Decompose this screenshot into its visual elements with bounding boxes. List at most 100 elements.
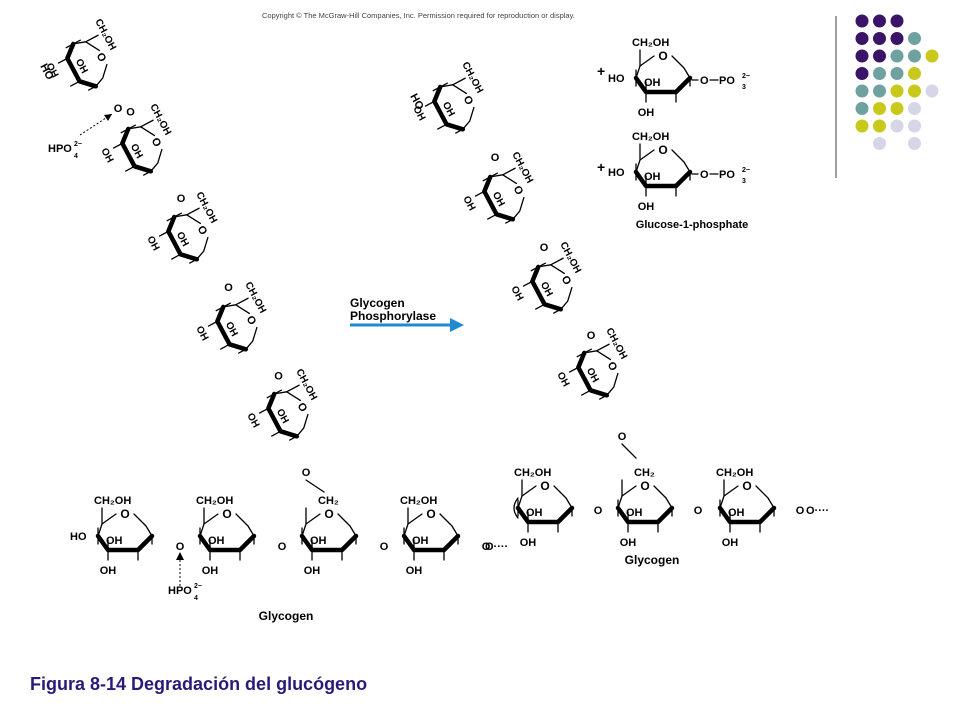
bond xyxy=(171,253,182,260)
ring-edge xyxy=(560,286,573,310)
bond xyxy=(596,343,610,352)
oh-label: OH xyxy=(554,370,571,388)
bond xyxy=(85,34,99,43)
ring-edge xyxy=(337,513,357,537)
glycosidic-oxygen: O xyxy=(126,107,135,119)
bond xyxy=(537,262,546,268)
bond xyxy=(215,306,224,312)
glycosidic-oxygen: O xyxy=(587,330,596,342)
decorative-dot xyxy=(855,67,869,80)
bond xyxy=(452,77,466,86)
po3-subscript: 3 xyxy=(742,178,746,185)
ring-oxygen: O xyxy=(120,507,129,521)
oh-label: OH xyxy=(202,565,219,577)
bond xyxy=(599,394,608,400)
oh-label: OH xyxy=(460,194,477,212)
bond xyxy=(576,352,585,358)
oh-label: OH xyxy=(244,411,261,429)
phosphate-oxygen: O xyxy=(700,169,709,181)
glycosidic-oxygen: O xyxy=(177,193,186,205)
ch2oh-label: CH₂OH xyxy=(147,102,173,137)
decorative-dot xyxy=(855,84,869,98)
decorative-dot xyxy=(873,84,886,98)
oh-label: OH xyxy=(638,201,655,213)
ring-edge xyxy=(617,485,637,509)
decorative-dot xyxy=(873,49,886,63)
glycosidic-oxygen: O xyxy=(540,242,549,254)
ring-oxygen: O xyxy=(658,49,667,63)
ring-edge xyxy=(671,55,691,79)
decorative-dot xyxy=(908,102,921,115)
oh-label: OH xyxy=(644,77,661,89)
ring-front-edge xyxy=(482,174,516,222)
chain-continuation xyxy=(513,497,519,519)
ring-oxygen: O xyxy=(426,507,435,521)
ring-edge xyxy=(199,513,219,537)
decorative-dot xyxy=(890,119,904,133)
glycosidic-oxygen: O xyxy=(274,371,283,383)
ring-edge xyxy=(439,513,459,537)
ho-label: HO xyxy=(608,73,625,85)
ring-front-edge xyxy=(717,505,777,525)
ring-front-edge xyxy=(197,533,257,553)
ch2oh-label: CH₂OH xyxy=(514,467,551,479)
ring-front-edge xyxy=(95,533,155,553)
ring-front-edge xyxy=(515,505,575,525)
oh-label: OH xyxy=(722,537,739,549)
decorative-dot xyxy=(908,119,921,133)
bond xyxy=(273,389,282,395)
chain-end: O···· xyxy=(806,505,829,517)
hpo4-charge: 2− xyxy=(194,583,202,590)
ho-label: HO xyxy=(70,531,87,543)
bond xyxy=(65,43,74,49)
ring-oxygen: O xyxy=(742,479,751,493)
oh-label: OH xyxy=(98,146,115,164)
decorative-dot xyxy=(873,119,886,133)
decorative-dot xyxy=(890,49,904,63)
bond xyxy=(289,435,298,441)
oh-label: OH xyxy=(208,535,225,547)
ring-oxygen: O xyxy=(149,136,164,150)
oh-label: OH xyxy=(728,507,745,519)
glycosidic-oxygen: O xyxy=(278,541,287,553)
hpo4-subscript: 4 xyxy=(74,153,78,160)
decorative-dot xyxy=(908,137,921,150)
bond xyxy=(189,258,198,264)
bond xyxy=(127,124,136,130)
decorative-dot xyxy=(855,102,869,115)
po3-text: PO xyxy=(719,75,735,87)
bond xyxy=(112,142,123,149)
ch2oh-label: CH₂OH xyxy=(94,495,131,507)
ring-front-edge xyxy=(266,391,300,439)
decorative-dot xyxy=(855,49,869,63)
glycosidic-oxygen: O xyxy=(482,541,491,553)
oh-label: OH xyxy=(304,565,321,577)
chain-end: O···· xyxy=(485,541,508,553)
bond xyxy=(125,165,136,172)
bond xyxy=(305,479,325,493)
ring-front-edge xyxy=(432,84,466,132)
bond xyxy=(186,207,200,216)
bond xyxy=(437,123,448,130)
bond xyxy=(530,266,539,272)
oh-label: OH xyxy=(412,535,429,547)
ring-edge xyxy=(606,372,619,396)
glycosidic-oxygen: O xyxy=(380,541,389,553)
ring-oxygen: O xyxy=(559,274,574,288)
hpo4-charge: 2− xyxy=(74,141,82,148)
copyright-notice: Copyright © The McGraw-Hill Companies, I… xyxy=(262,11,575,20)
ring-oxygen: O xyxy=(295,401,310,415)
ring-edge xyxy=(553,485,573,509)
oh-label: OH xyxy=(193,324,210,342)
po3-charge: 2− xyxy=(742,73,750,80)
reaction-arrowhead xyxy=(450,318,464,332)
bond xyxy=(522,280,533,287)
bond xyxy=(271,430,282,437)
bond xyxy=(166,216,175,222)
decorative-dot xyxy=(855,119,869,133)
